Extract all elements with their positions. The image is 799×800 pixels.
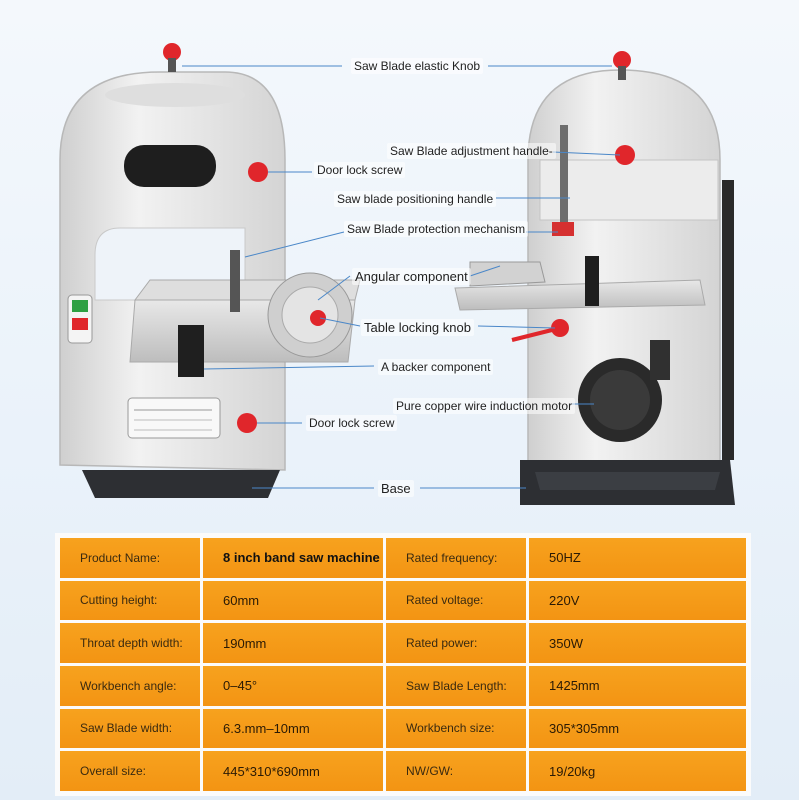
product-illustration: [59, 43, 735, 505]
label-table-locking-knob: Table locking knob: [361, 319, 474, 336]
label-base: Base: [378, 480, 414, 497]
table-row: Throat depth width: 190mm Rated power: 3…: [60, 623, 746, 663]
label-angular-component: Angular component: [352, 268, 471, 285]
table-row: Product Name: 8 inch band saw machine Ra…: [60, 538, 746, 578]
spec-value: 190mm: [203, 623, 383, 663]
spec-label: Throat depth width:: [60, 623, 200, 663]
label-saw-blade-adjustment-handle: Saw Blade adjustment handle-: [387, 143, 556, 159]
spec-label: Rated voltage:: [386, 580, 526, 621]
table-row: Workbench angle: 0–45° Saw Blade Length:…: [60, 665, 746, 706]
spec-label: Rated frequency:: [386, 538, 526, 578]
spec-label: Overall size:: [60, 751, 200, 791]
viewing-window: [124, 145, 216, 187]
spec-label: Saw Blade Length:: [386, 665, 526, 706]
backer-block: [178, 325, 204, 377]
table-row: Saw Blade width: 6.3.mm–10mm Workbench s…: [60, 708, 746, 749]
spec-value: 445*310*690mm: [203, 751, 383, 791]
band-saw-front-view: [59, 43, 361, 498]
spec-label: Rated power:: [386, 623, 526, 663]
adjustment-handle-knob: [615, 145, 635, 165]
spec-value: 50HZ: [529, 538, 746, 578]
door-lock-screw-bottom: [237, 413, 257, 433]
machine-base: [82, 470, 280, 498]
spec-label: Workbench angle:: [60, 665, 200, 706]
spec-value: 220V: [529, 580, 746, 621]
spec-label: Cutting height:: [60, 580, 200, 621]
spec-value: 8 inch band saw machine: [203, 538, 383, 578]
table-row: Cutting height: 60mm Rated voltage: 220V: [60, 580, 746, 621]
spec-value: 0–45°: [203, 665, 383, 706]
spec-label: Product Name:: [60, 538, 200, 578]
label-pure-copper-motor: Pure copper wire induction motor: [393, 398, 576, 414]
spec-value: 60mm: [203, 580, 383, 621]
spec-value: 6.3.mm–10mm: [203, 708, 383, 749]
band-saw-side-view: [454, 51, 735, 505]
nameplate: [127, 397, 221, 439]
label-door-lock-screw-top: Door lock screw: [314, 162, 406, 178]
label-door-lock-screw-bottom: Door lock screw: [306, 415, 398, 431]
spec-value: 1425mm: [529, 665, 746, 706]
spec-value: 350W: [529, 623, 746, 663]
spec-value: 305*305mm: [529, 708, 746, 749]
elastic-knob: [163, 43, 181, 61]
spec-value: 19/20kg: [529, 751, 746, 791]
spec-label: Saw Blade width:: [60, 708, 200, 749]
spec-label: NW/GW:: [386, 751, 526, 791]
table-row: Overall size: 445*310*690mm NW/GW: 19/20…: [60, 751, 746, 791]
label-saw-blade-positioning-handle: Saw blade positioning handle: [334, 191, 497, 207]
label-backer-component: A backer component: [378, 359, 494, 375]
label-saw-blade-protection-mechanism: Saw Blade protection mechanism: [344, 221, 529, 237]
door-lock-screw-top: [248, 162, 268, 182]
label-saw-blade-elastic-knob: Saw Blade elastic Knob: [351, 58, 484, 74]
spec-label: Workbench size:: [386, 708, 526, 749]
leader-lines: [182, 65, 621, 489]
spec-table: Product Name: 8 inch band saw machine Ra…: [55, 533, 751, 796]
